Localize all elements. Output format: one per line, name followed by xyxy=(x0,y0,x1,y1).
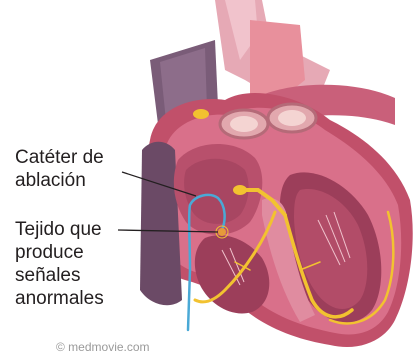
copyright-text: © medmovie.com xyxy=(56,340,150,354)
aortic-valve-ring xyxy=(220,110,268,138)
av-node xyxy=(233,185,247,195)
right-atrium-wall xyxy=(140,142,182,305)
abnormal-tissue-label: Tejido que produce señales anormales xyxy=(15,218,104,310)
pulmonary-valve-ring xyxy=(268,104,316,132)
catheter-label: Catéter de ablación xyxy=(15,146,104,192)
sa-node xyxy=(193,109,209,119)
